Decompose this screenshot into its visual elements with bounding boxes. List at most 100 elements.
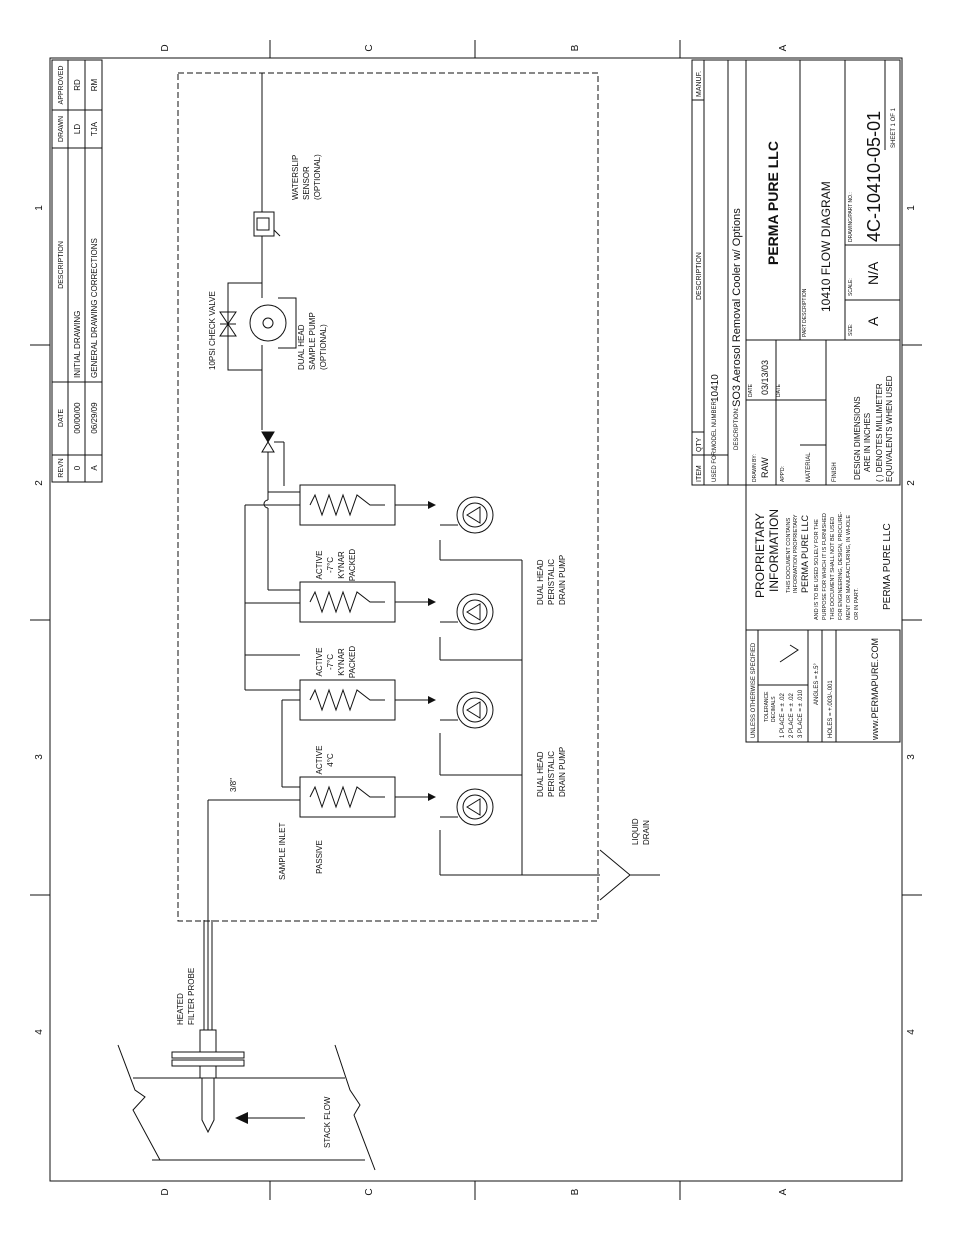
rev-row0-approved: RD xyxy=(73,79,82,91)
drain-pumps xyxy=(440,496,494,826)
proprietary-company-2: PERMA PURE LLC xyxy=(882,523,893,610)
stack-flow-label: STACK FLOW xyxy=(323,1096,332,1148)
rev-header-approved: APPROVED xyxy=(58,66,65,105)
tb-part-no-label: DRAWING/PART NO.: xyxy=(848,192,854,242)
rev-row1-description: GENERAL DRAWING CORRECTIONS xyxy=(90,238,99,378)
cooler-label: PACKED xyxy=(348,646,357,679)
tb-dims-2: ARE IN INCHES xyxy=(863,413,872,472)
rev-row0-date: 00/00/00 xyxy=(73,402,82,434)
proprietary-title-1: PROPRIETARY xyxy=(753,513,767,598)
cooler-label: ACTIVE xyxy=(315,648,324,677)
tol-unless: UNLESS OTHERWISE SPECIFIED xyxy=(751,642,757,738)
proprietary-text-5: THIS DOCUMENT SHALL NOT BE USED xyxy=(830,517,836,620)
drain-pump-icon xyxy=(440,496,494,534)
tol-website: www.PERMAPURE.COM xyxy=(870,638,880,741)
rev-row0-revn: 0 xyxy=(73,465,82,470)
cooler-coil-icon xyxy=(309,688,385,712)
rev-header-revn: REVN xyxy=(58,458,65,477)
tb-model-number: 10410 xyxy=(710,374,721,402)
drain-lines xyxy=(439,540,600,876)
tb-qty-header: QTY xyxy=(696,437,703,452)
gas-manifold xyxy=(208,442,300,801)
zone-number-1-left: 1 xyxy=(34,205,45,211)
rev-header-description: DESCRIPTION xyxy=(58,241,65,289)
tb-date: 03/13/03 xyxy=(760,360,770,395)
tb-drawn-by-label: DRAWN BY: xyxy=(752,454,758,482)
proprietary-company-1: PERMA PURE LLC xyxy=(800,514,810,593)
tb-date-label: DATE xyxy=(748,383,754,397)
cooler-label: KYNAR xyxy=(337,551,346,579)
proprietary-text-4: PURPOSE FOR WHICH IT IS FURNISHED xyxy=(822,513,828,620)
tb-finish-label: FINISH xyxy=(832,462,838,482)
rev-header-date: DATE xyxy=(58,409,65,427)
proprietary-text-8: OR IN PART. xyxy=(854,588,860,620)
tb-dims-4: EQUIVALENTS WHEN USED xyxy=(885,375,894,482)
check-valve-icon xyxy=(219,282,262,371)
rev-row0-drawn: LD xyxy=(73,124,82,134)
tb-size: A xyxy=(865,316,881,326)
tb-item-header: ITEM xyxy=(696,465,703,482)
three-way-valve-icon xyxy=(261,431,284,470)
zone-letter-a-bottom: A xyxy=(778,1188,789,1195)
tol-angles: ANGLES = ±.5° xyxy=(814,663,820,705)
tb-description-header: DESCRIPTION xyxy=(696,252,703,300)
liquid-drain-icon xyxy=(599,849,660,901)
cooler-0: PASSIVE xyxy=(299,776,436,874)
tolerance-block xyxy=(745,629,901,743)
tol-decimals: DECIMALS xyxy=(771,696,777,722)
drain-pump-icon xyxy=(440,593,494,631)
tb-dims-1: DESIGN DIMENSIONS xyxy=(853,396,862,480)
zone-letter-b-top: B xyxy=(570,44,581,51)
zone-number-2-right: 2 xyxy=(906,480,917,486)
probe-label-1: HEATED xyxy=(176,993,185,1025)
zone-number-3-right: 3 xyxy=(906,754,917,760)
proprietary-text-3: AND IS TO BE USED SOLELY FOR THE xyxy=(814,519,820,620)
zone-letter-a-top: A xyxy=(778,44,789,51)
tube-size-label: 3/8" xyxy=(229,778,238,792)
filter-probe-icon xyxy=(171,1029,245,1134)
cooler-label: ACTIVE xyxy=(315,551,324,580)
liquid-drain-label-2: DRAIN xyxy=(642,820,651,845)
probe-label-2: FILTER PROBE xyxy=(187,968,196,1025)
title-block xyxy=(691,59,901,486)
zone-ticks xyxy=(30,40,922,1200)
tb-sheet: SHEET 1 OF 1 xyxy=(891,107,897,148)
proprietary-text-2: INFORMATION PROPRIETARY xyxy=(793,514,799,593)
check-valve-label: 10PSI CHECK VALVE xyxy=(208,291,217,370)
cooler-label: 4°C xyxy=(326,753,335,767)
rev-header-drawn: DRAWN xyxy=(58,116,65,142)
cooler-coil-icon xyxy=(309,785,385,809)
heated-probe-line xyxy=(203,800,213,1030)
tb-company: PERMA PURE LLC xyxy=(765,141,781,265)
tol-tolerance: TOLERANCE xyxy=(764,691,770,722)
rev-row1-approved: RM xyxy=(90,78,99,91)
sample-inlet-label: SAMPLE INLET xyxy=(278,823,287,880)
zone-letter-b-bottom: B xyxy=(570,1188,581,1195)
zone-letter-d-top: D xyxy=(160,44,171,51)
tb-part-desc: 10410 FLOW DIAGRAM xyxy=(819,181,833,312)
rev-row0-description: INITIAL DRAWING xyxy=(73,311,82,378)
sample-pump-label-2: SAMPLE PUMP xyxy=(308,312,317,370)
proprietary-text-1: THIS DOCUMENT CONTAINS xyxy=(786,517,792,593)
zone-number-4-left: 4 xyxy=(34,1029,45,1035)
waterslip-label-2: SENSOR xyxy=(302,166,311,200)
zone-number-2-left: 2 xyxy=(34,480,45,486)
tb-drawn-by: RAW xyxy=(760,457,770,478)
tb-appd-label: APP'D: xyxy=(780,466,786,482)
stack-flow-arrow-icon xyxy=(235,1112,305,1124)
zone-number-4-right: 4 xyxy=(906,1029,917,1035)
drain-pump-upper-label-2: PERISTALIC xyxy=(547,559,556,605)
cooler-label: KYNAR xyxy=(337,648,346,676)
tb-size-label: SIZE: xyxy=(848,323,854,336)
waterslip-label-3: (OPTIONAL) xyxy=(313,154,322,200)
cooler-coil-icon xyxy=(309,493,385,517)
stack-duct xyxy=(117,1044,376,1171)
tb-description-label: DESCRIPTION: xyxy=(734,407,740,450)
cooler-label: ACTIVE xyxy=(315,746,324,775)
zone-letter-c-top: C xyxy=(364,44,375,51)
tol-3-place: 3 PLACE = ± .010 xyxy=(798,689,804,738)
